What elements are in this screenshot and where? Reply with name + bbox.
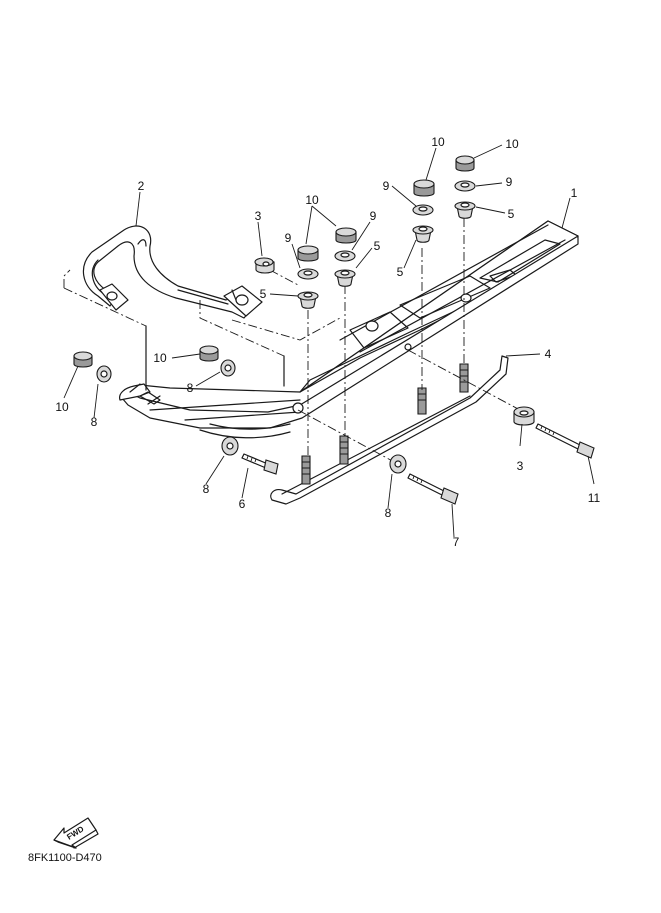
callout-3-upper: 3 [255, 209, 262, 223]
washer-9-b [334, 250, 356, 262]
bushing-3-lower [513, 406, 535, 426]
nut-10-c [413, 179, 435, 197]
callout-3-lower: 3 [517, 459, 524, 473]
callout-11: 11 [588, 491, 601, 505]
washer-8-b [220, 359, 236, 377]
washer-8-d [389, 454, 407, 474]
nut-10-d [455, 155, 475, 172]
collar-5-b [334, 269, 356, 287]
bolt-11 [535, 423, 595, 459]
callout-8-b: 8 [187, 381, 194, 395]
callout-5-c: 5 [374, 239, 381, 253]
ski-handle [82, 225, 263, 319]
washer-8-a [96, 365, 112, 383]
nut-10-a [297, 245, 319, 262]
callout-1: 1 [571, 186, 578, 200]
callout-5-d: 5 [508, 207, 515, 221]
washer-8-c [221, 436, 239, 456]
callout-9-c: 9 [383, 179, 390, 193]
callout-9-b: 9 [370, 209, 377, 223]
callout-4: 4 [545, 347, 552, 361]
nut-10-f [73, 351, 93, 368]
callout-6: 6 [239, 497, 246, 511]
collar-5-a [297, 291, 319, 309]
fwd-arrow-icon: FWD [53, 817, 99, 849]
callout-9-d: 9 [506, 175, 513, 189]
diagram-code: 8FK1100-D470 [28, 852, 102, 864]
callout-8-c: 8 [203, 482, 210, 496]
collar-5-d [454, 201, 476, 219]
callout-9-a: 9 [285, 231, 292, 245]
ski-body [119, 220, 579, 439]
washer-9-c [412, 204, 434, 216]
nut-10-e [199, 345, 219, 362]
callout-7: 7 [453, 535, 460, 549]
callout-2: 2 [138, 179, 145, 193]
bolt-7 [407, 473, 459, 505]
runner-bar [270, 355, 509, 505]
collar-5-c [412, 225, 434, 243]
washer-9-a [297, 268, 319, 280]
callout-8-d: 8 [385, 506, 392, 520]
bushing-3-upper [254, 257, 275, 274]
callout-10-a: 10 [305, 193, 319, 207]
bolt-6 [241, 453, 279, 475]
callout-5-a: 5 [260, 287, 267, 301]
callout-8-a: 8 [91, 415, 98, 429]
callout-10-b: 10 [431, 135, 445, 149]
nut-10-b [335, 227, 357, 244]
callout-10-d: 10 [153, 351, 167, 365]
callout-10-e: 10 [55, 400, 69, 414]
callout-10-c: 10 [505, 137, 519, 151]
washer-9-d [454, 180, 476, 192]
callout-5-b: 5 [397, 265, 404, 279]
